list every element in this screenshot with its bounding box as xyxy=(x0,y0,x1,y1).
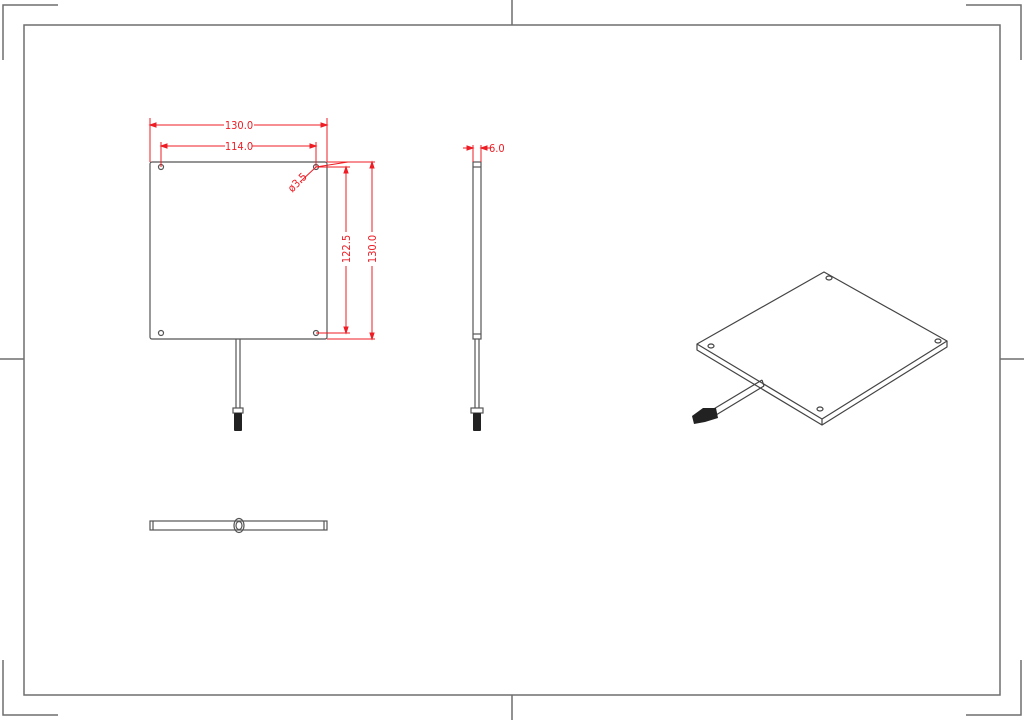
corner-mark-bottom-right xyxy=(966,660,1022,716)
corner-mark-bottom-left xyxy=(2,660,58,716)
dim-hole-spacing-y: 122.5 xyxy=(340,235,353,263)
probe-nut-side xyxy=(470,407,484,414)
dim-overall-width: 130.0 xyxy=(225,119,253,132)
dim-thickness: 6.0 xyxy=(489,142,505,155)
side-view: 6.0 xyxy=(463,142,505,431)
mount-hole-bl xyxy=(157,329,165,337)
iso-connector-icon xyxy=(692,408,718,424)
dim-overall-height: 130.0 xyxy=(366,235,379,263)
corner-mark-top-right xyxy=(966,4,1022,60)
probe-nut xyxy=(232,407,244,414)
top-view xyxy=(149,517,328,534)
dim-hole-diameter: ø3.5 xyxy=(285,170,310,195)
plate-edge xyxy=(472,161,482,340)
plate-outline xyxy=(149,161,328,340)
corner-mark-top-left xyxy=(2,4,58,60)
connector-side-icon xyxy=(473,413,481,431)
connector-icon xyxy=(234,413,242,431)
dim-hole-spacing-x: 114.0 xyxy=(225,140,253,153)
front-view: 130.0 114.0 ø3.5 122.5 130.0 xyxy=(148,118,379,431)
iso-view xyxy=(696,271,948,426)
stem-section xyxy=(233,517,245,534)
plate-top-edge xyxy=(149,520,328,531)
